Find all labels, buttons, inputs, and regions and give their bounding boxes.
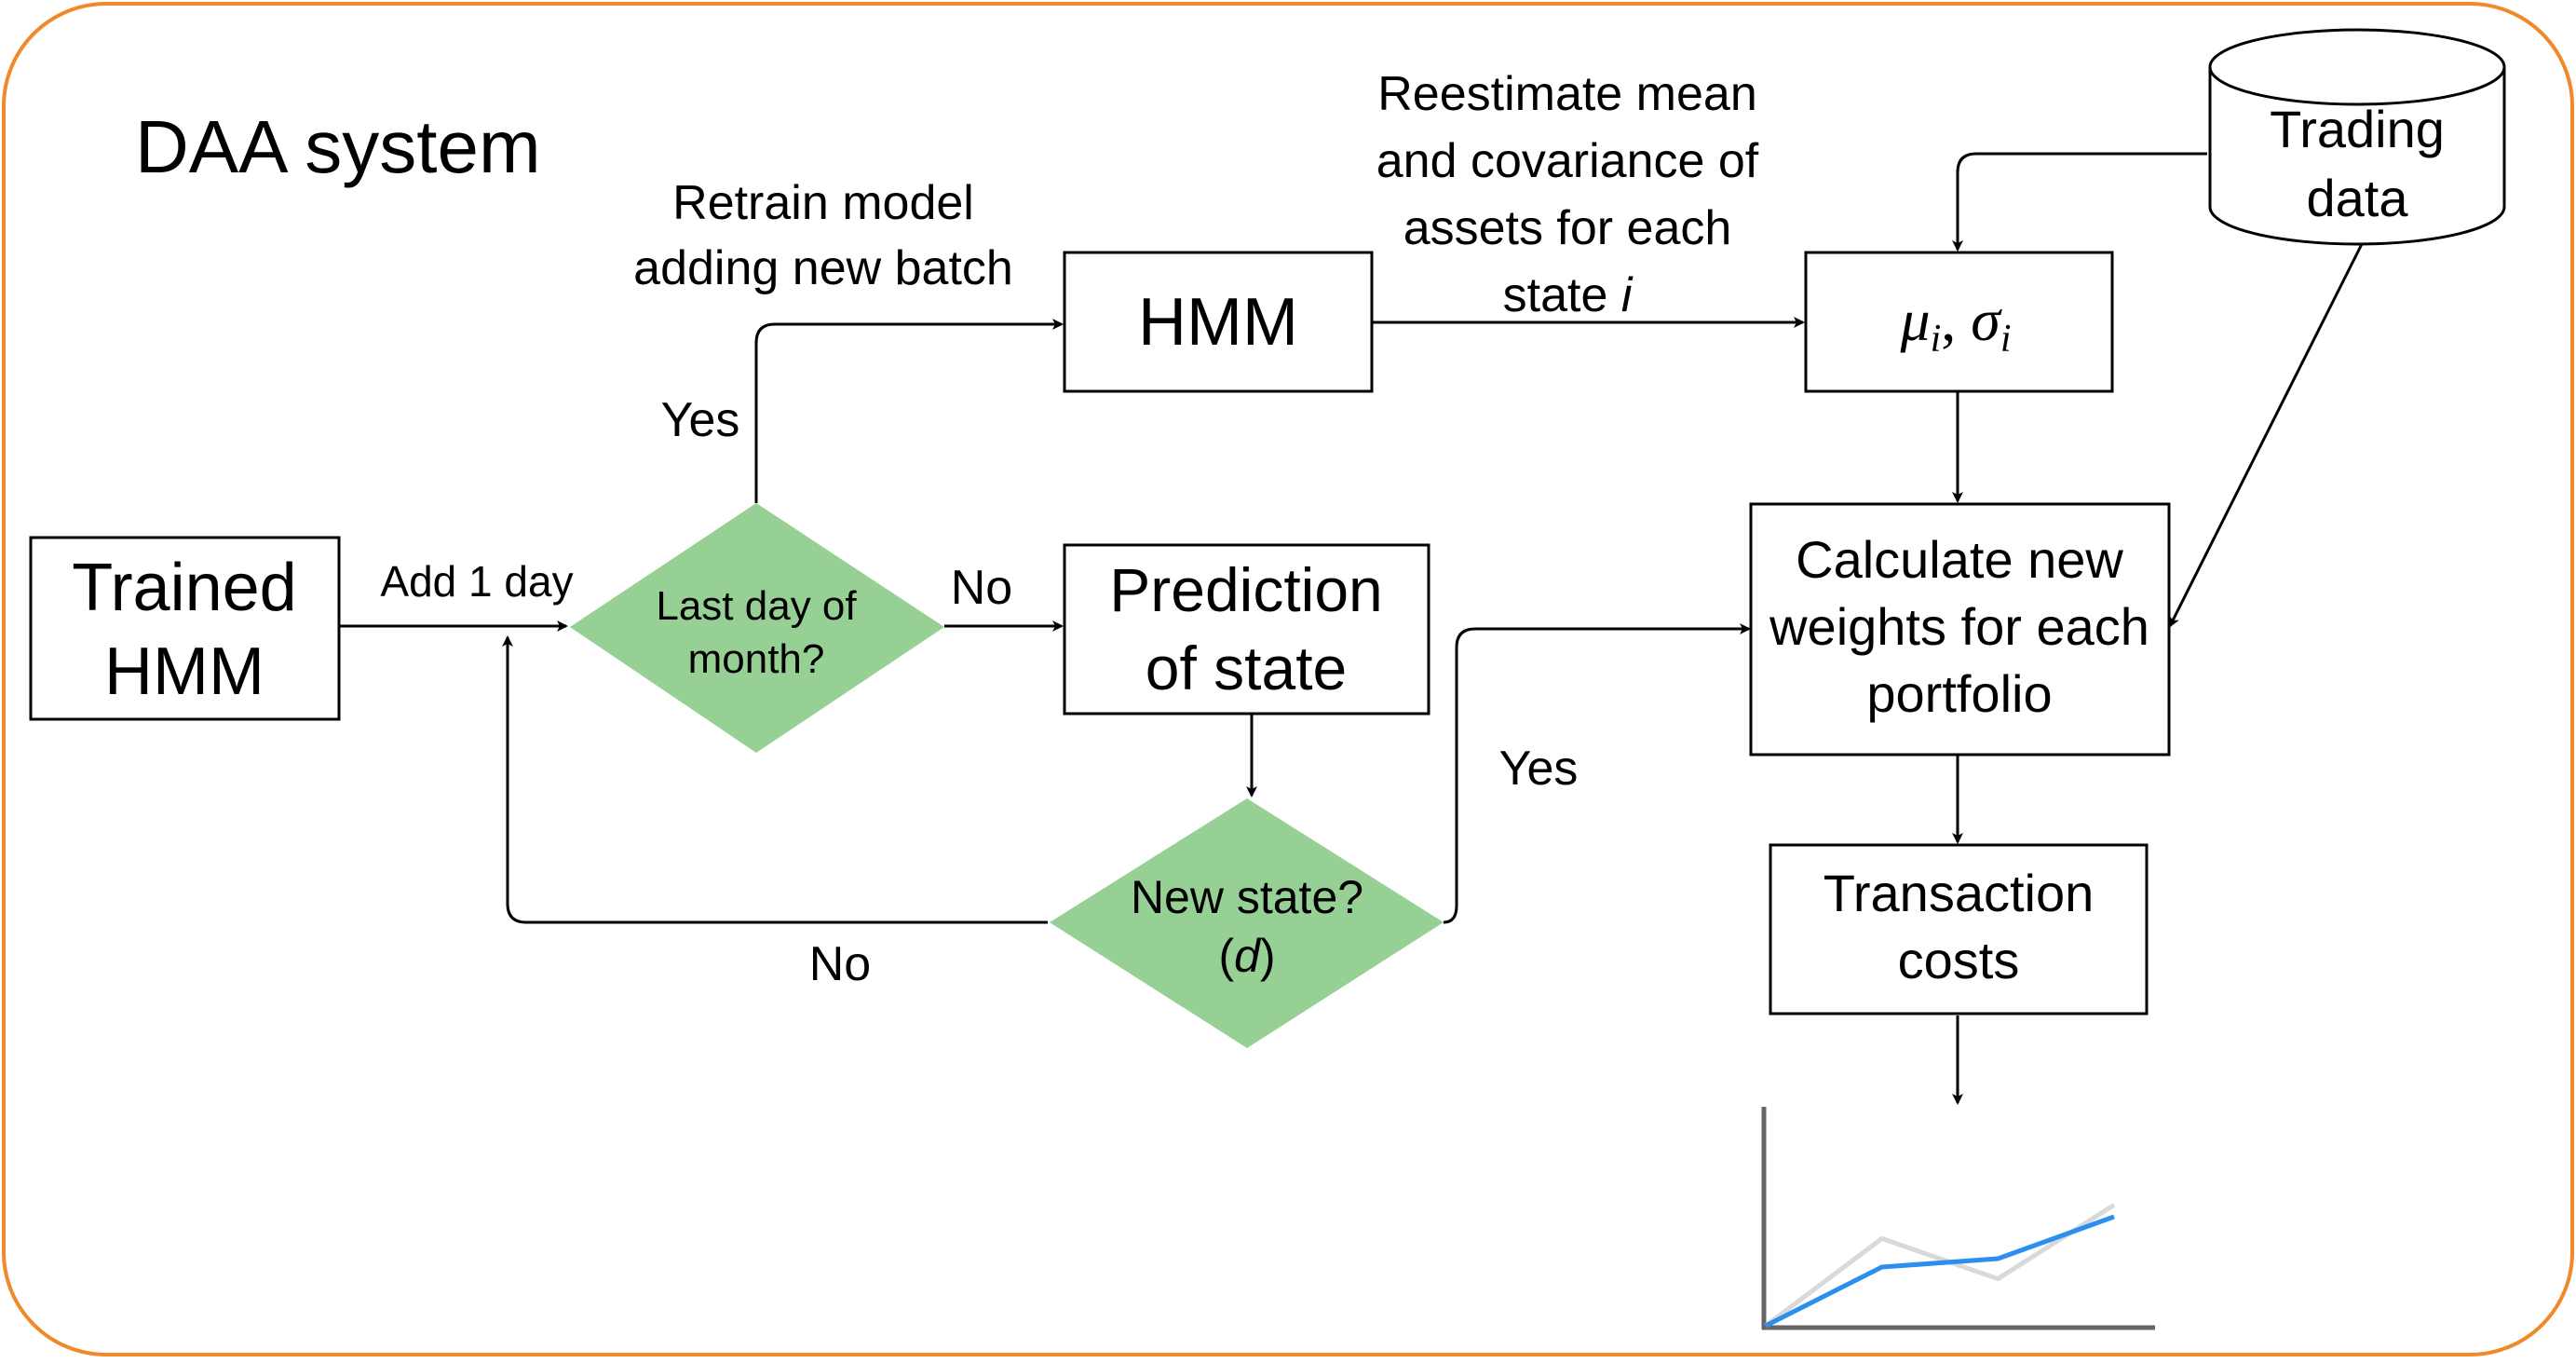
trading-data-line1: Trading	[2270, 100, 2445, 158]
calculate-line3: portfolio	[1866, 664, 2052, 723]
node-calculate-weights: Calculate new weights for each portfolio	[1749, 502, 2171, 756]
edge-newstate-loop-back	[502, 635, 1048, 924]
node-last-day-decision: Last day of month?	[570, 503, 944, 753]
label-retrain-line1: Retrain model	[672, 176, 974, 230]
label-reestimate-line4: state i	[1503, 268, 1634, 322]
mu-symbol: μ	[1899, 287, 1930, 353]
node-prediction-of-state: Prediction of state	[1063, 543, 1430, 716]
edge-newstate-to-calculate	[1443, 623, 1751, 924]
hmm-label: HMM	[1138, 285, 1298, 360]
edge-lastday-to-hmm	[754, 319, 1064, 503]
node-new-state-decision: New state? (d)	[1050, 798, 1444, 1048]
label-no-right: No	[951, 561, 1012, 615]
diagram-title: DAA system	[135, 105, 541, 188]
label-retrain-line2: adding new batch	[633, 241, 1013, 295]
last-day-line1: Last day of	[656, 583, 857, 629]
chart-series-secondary	[1764, 1203, 2116, 1328]
label-no-bottom: No	[809, 937, 871, 991]
label-reestimate-line3: assets for each	[1403, 201, 1732, 255]
transaction-line2: costs	[1898, 931, 2020, 989]
trading-data-line2: data	[2307, 169, 2409, 227]
label-yes-new-state: Yes	[1499, 742, 1579, 796]
label-add-day: Add 1 day	[380, 557, 573, 606]
edges	[339, 152, 2366, 1105]
edge-trading-to-calculate	[2168, 239, 2366, 628]
new-state-var: d	[1234, 930, 1262, 982]
prediction-line1: Prediction	[1109, 555, 1383, 624]
node-transaction-costs: Transaction costs	[1769, 843, 2149, 1015]
mu-sigma-separator: ,	[1941, 287, 1971, 353]
mu-subscript: i	[1931, 318, 1942, 361]
trained-hmm-line1: Trained	[72, 551, 296, 625]
new-state-line1: New state?	[1131, 871, 1363, 923]
edge-trading-to-musigma	[1952, 152, 2207, 252]
trained-hmm-line2: HMM	[104, 634, 264, 709]
new-state-open-paren: (	[1218, 930, 1234, 982]
node-trading-data: Trading data	[2208, 28, 2506, 246]
node-mu-sigma: μi, σi	[1804, 251, 2114, 393]
prediction-line2: of state	[1146, 634, 1347, 702]
label-reestimate-line1: Reestimate mean	[1377, 67, 1757, 121]
transaction-line1: Transaction	[1824, 864, 2095, 922]
sigma-subscript: i	[2000, 318, 2012, 361]
last-day-line2: month?	[688, 636, 825, 682]
node-hmm: HMM	[1063, 251, 1374, 393]
sigma-symbol: σ	[1971, 287, 2002, 353]
label-yes-top: Yes	[661, 393, 740, 447]
chart-series-primary	[1764, 1214, 2115, 1329]
output-chart	[1761, 1107, 2155, 1330]
mu-sigma-expression: μi, σi	[1899, 287, 2011, 361]
calculate-line1: Calculate new	[1796, 530, 2123, 589]
label-reestimate-var: i	[1621, 268, 1634, 322]
node-trained-hmm: Trained HMM	[29, 536, 341, 721]
new-state-close-paren: )	[1260, 930, 1276, 982]
label-reestimate-line2: and covariance of	[1376, 134, 1759, 188]
calculate-line2: weights for each	[1769, 597, 2149, 656]
new-state-line2: (d)	[1218, 930, 1275, 982]
label-reestimate-state: state	[1503, 268, 1621, 322]
